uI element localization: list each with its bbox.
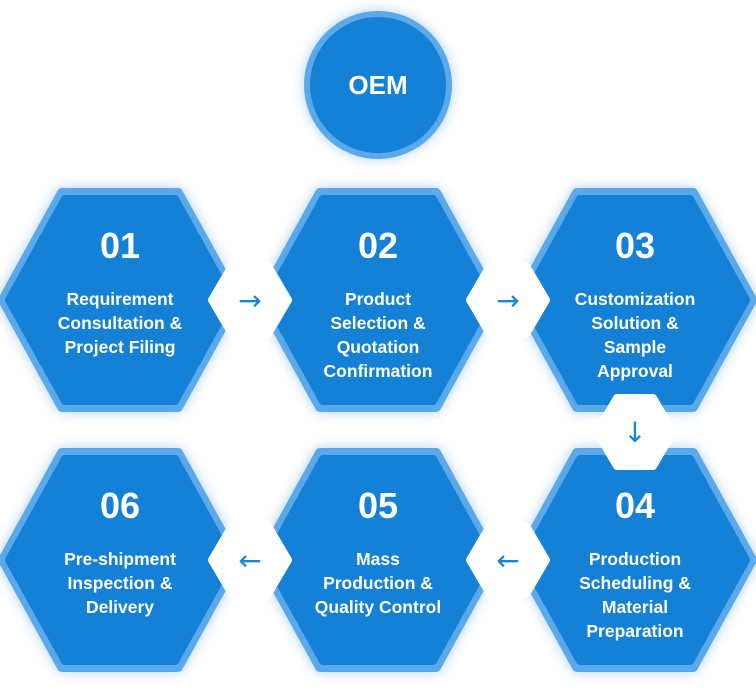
step-label-line: Project Filing: [65, 337, 176, 357]
step-label-line: Sample: [604, 337, 667, 357]
hexagon-fill: [520, 195, 750, 405]
arrow-down-icon: ↓: [623, 416, 646, 449]
step-label-line: Consultation &: [58, 313, 183, 333]
step-label-line: Inspection &: [67, 573, 172, 593]
step-label-line: Requirement: [67, 289, 174, 309]
step-label-line: Production &: [323, 573, 433, 593]
step-label-line: Delivery: [86, 597, 154, 617]
step-label-line: Pre-shipment: [64, 549, 176, 569]
arrow-left-icon: ←: [496, 544, 519, 577]
step-label-line: Quality Control: [315, 597, 441, 617]
step-label-line: Approval: [597, 361, 673, 381]
connector-2: →: [466, 262, 550, 338]
hexagon-fill: [520, 455, 750, 665]
step-label-line: Customization: [575, 289, 696, 309]
step-label-line: Mass: [356, 549, 400, 569]
connector-1: →: [208, 262, 292, 338]
arrow-left-icon: ←: [238, 544, 261, 577]
step-label-line: Selection &: [330, 313, 426, 333]
step-number: 04: [615, 485, 655, 526]
connector-background: [208, 262, 292, 338]
step-number: 05: [358, 485, 398, 526]
step-number: 02: [358, 225, 398, 266]
step-label-line: Quotation: [337, 337, 420, 357]
step-number: 03: [615, 225, 655, 266]
arrow-right-icon: →: [238, 284, 261, 317]
step-number: 01: [100, 225, 140, 266]
oem-title-node: OEM: [304, 11, 452, 159]
step-number: 06: [100, 485, 140, 526]
step-label-line: Production: [589, 549, 681, 569]
step-label-line: Product: [345, 289, 411, 309]
connector-4: ←: [466, 522, 550, 598]
oem-title: OEM: [348, 70, 407, 100]
step-label-line: Confirmation: [324, 361, 433, 381]
step-label-line: Solution &: [591, 313, 679, 333]
connector-5: ←: [208, 522, 292, 598]
connector-3: ↓: [593, 394, 677, 470]
connector-background: [466, 522, 550, 598]
connector-background: [466, 262, 550, 338]
arrow-right-icon: →: [496, 284, 519, 317]
step-label-line: Scheduling &: [579, 573, 691, 593]
step-label-line: Material: [602, 597, 668, 617]
connector-background: [593, 394, 677, 470]
step-label-line: Preparation: [586, 621, 683, 641]
connector-background: [208, 522, 292, 598]
